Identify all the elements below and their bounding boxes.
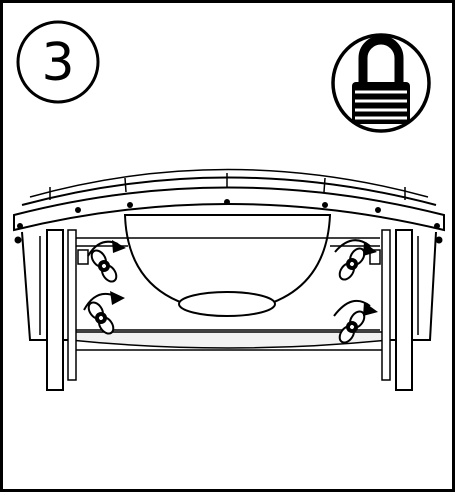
rim-bolts (14, 199, 443, 244)
step-number-badge: 3 (16, 20, 100, 104)
wing-nut-top-left (87, 240, 126, 283)
wing-nut-bottom-right (333, 299, 378, 344)
padlock-icon (331, 33, 431, 133)
wing-nut-top-right (334, 239, 377, 281)
step-number: 3 (41, 33, 74, 93)
curved-arrow-icon (333, 299, 378, 317)
wing-nut-icon (338, 310, 366, 344)
left-support-leg (46, 229, 64, 391)
wing-nut-icon (90, 249, 118, 283)
fixture-assembly (13, 168, 445, 391)
wing-nut-icon (87, 301, 115, 335)
wing-nut-bottom-left (83, 291, 125, 335)
curved-arrow-icon (83, 291, 125, 311)
wing-nut-icon (338, 247, 366, 281)
right-support-leg (395, 229, 413, 391)
top-rim (13, 186, 445, 232)
curved-arrow-icon (334, 239, 377, 256)
curved-arrow-icon (87, 240, 126, 257)
